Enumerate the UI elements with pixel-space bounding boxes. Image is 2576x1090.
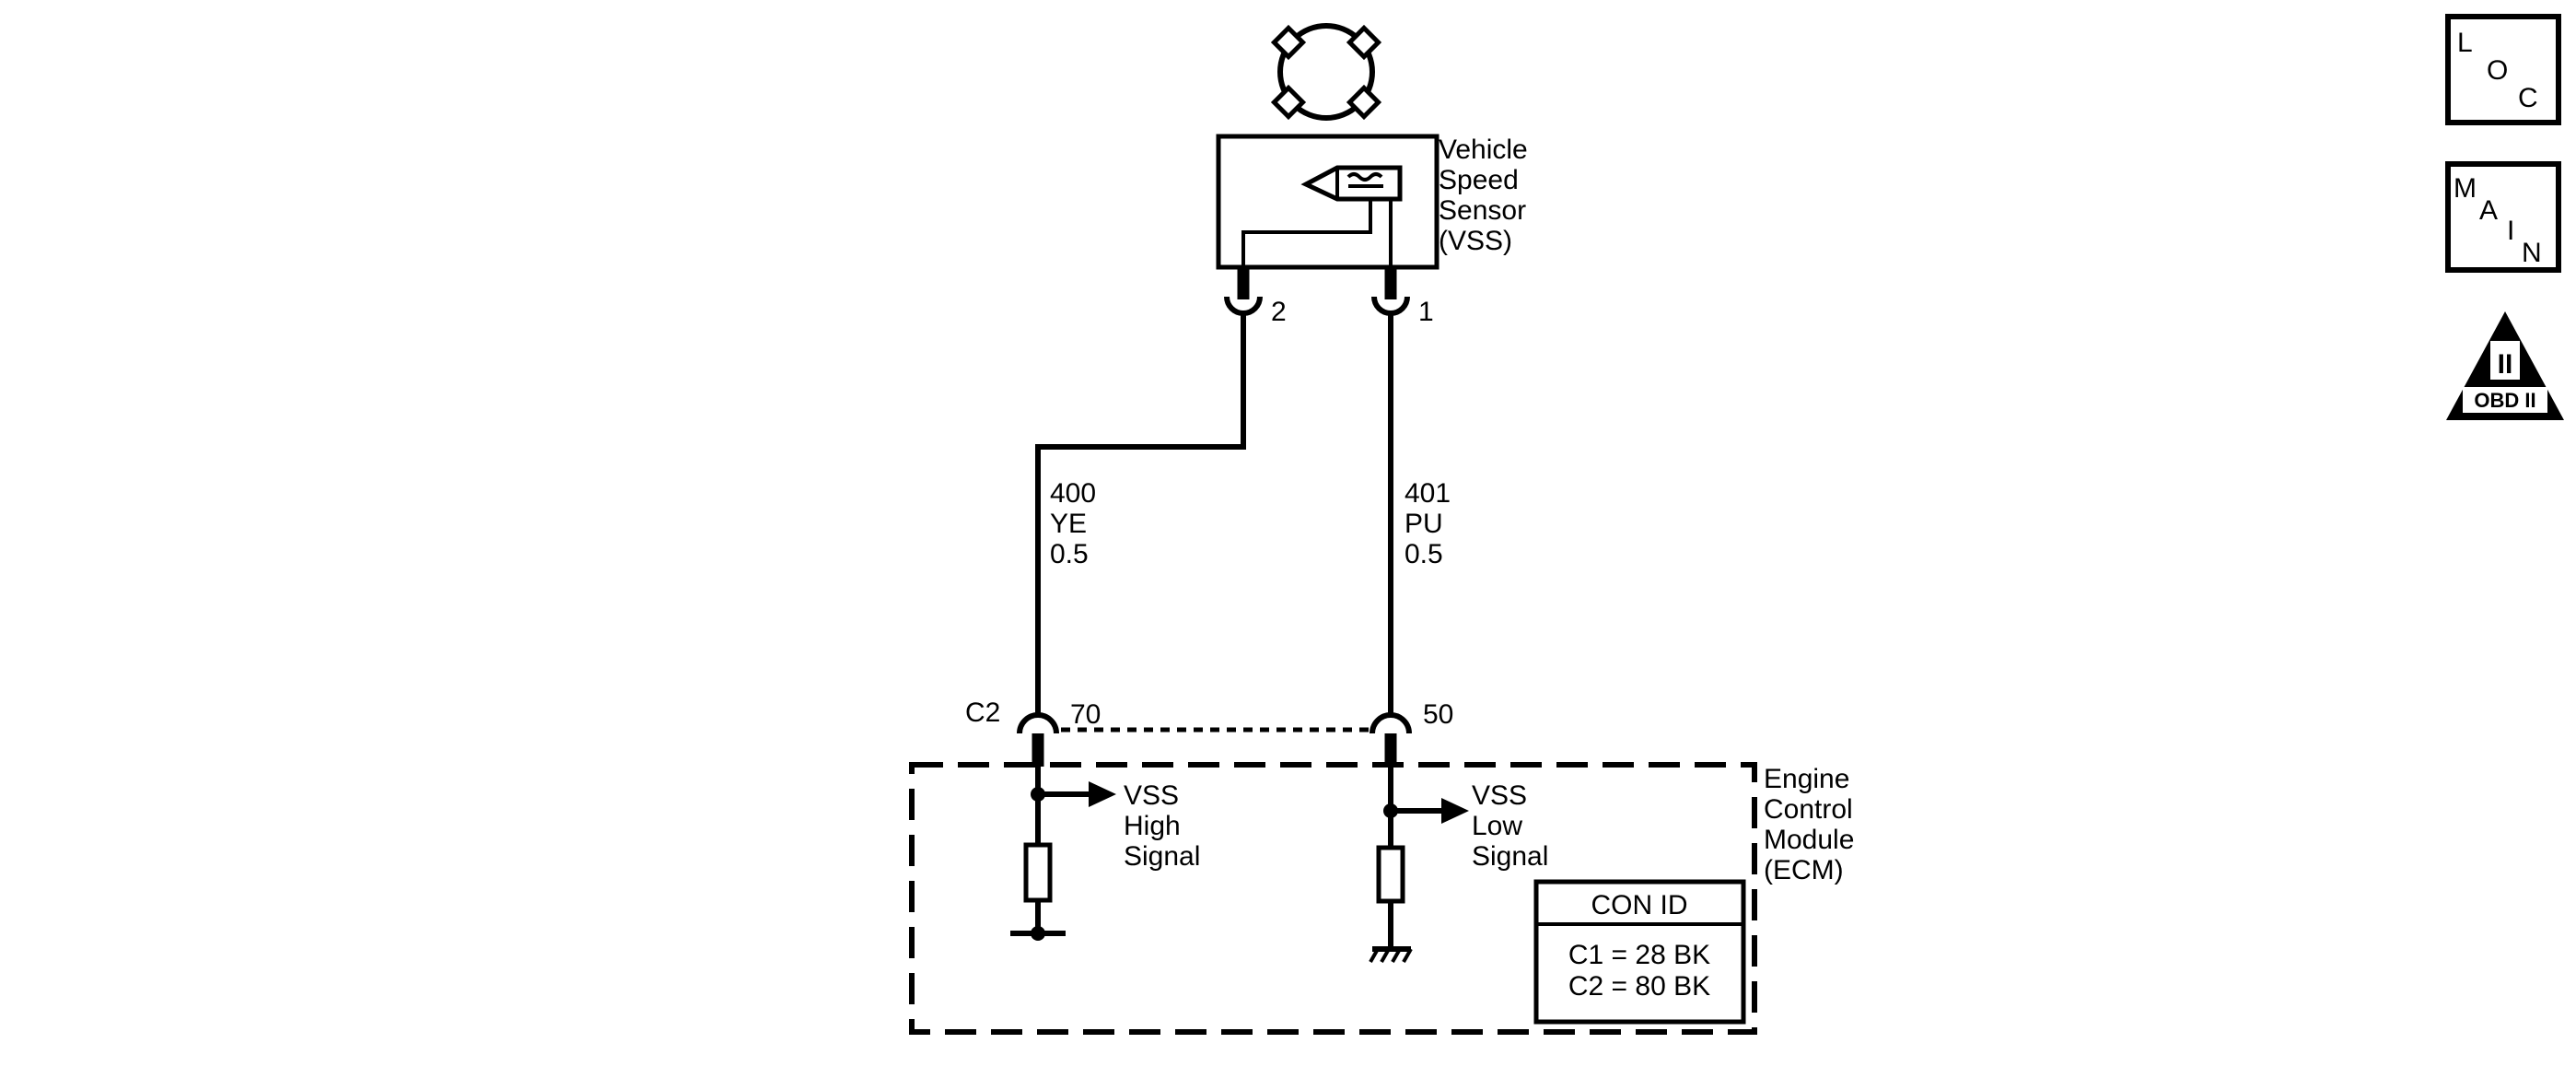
high-signal-line-3: Signal xyxy=(1124,841,1200,872)
sensor-name-line-4: (VSS) xyxy=(1439,226,1512,256)
sensor-name-line-1: Vehicle xyxy=(1439,135,1528,165)
obd-roman: II xyxy=(2498,349,2513,380)
wire-401-size: 0.5 xyxy=(1405,539,1443,569)
vss-sensor-box xyxy=(1216,134,1440,270)
wire-401-color: PU xyxy=(1405,509,1443,539)
loc-letter-c: C xyxy=(2518,83,2538,113)
main-icon[interactable]: M A I N xyxy=(2445,161,2561,273)
ecm-connector-name: C2 xyxy=(965,697,1000,728)
ecm-name-line-1: Engine xyxy=(1764,764,1849,794)
sensor-pin-right-number: 1 xyxy=(1418,297,1434,327)
loc-letter-o: O xyxy=(2487,55,2508,86)
con-id-table xyxy=(1533,879,1746,1025)
main-letter-n: N xyxy=(2522,238,2542,268)
vss-sensor-symbol xyxy=(1270,23,1382,121)
con-id-line-2: C2 = 80 BK xyxy=(1568,971,1710,1002)
obd-label: OBD II xyxy=(2474,389,2535,412)
main-letter-i: I xyxy=(2507,216,2514,246)
loc-icon[interactable]: L O C xyxy=(2445,14,2561,125)
sensor-pin-right xyxy=(1371,267,1410,316)
low-signal-line-1: VSS xyxy=(1472,780,1527,811)
obd-ii-icon[interactable]: II OBD II xyxy=(2446,311,2564,420)
ecm-pin-70 xyxy=(1017,712,1059,767)
sensor-pin-left-number: 2 xyxy=(1271,297,1287,327)
high-signal-line-2: High xyxy=(1124,811,1181,841)
high-signal-line-1: VSS xyxy=(1124,780,1179,811)
sensor-element-icon xyxy=(1241,165,1403,267)
wire-401-circuit: 401 xyxy=(1405,478,1451,509)
loc-letter-l: L xyxy=(2457,28,2473,58)
wire-400-size: 0.5 xyxy=(1050,539,1089,569)
con-id-line-1: C1 = 28 BK xyxy=(1568,940,1710,970)
low-signal-circuit xyxy=(1376,767,1469,949)
ecm-name-line-4: (ECM) xyxy=(1764,855,1844,885)
ecm-pin-right-number: 50 xyxy=(1423,699,1453,730)
con-id-title: CON ID xyxy=(1591,890,1688,920)
ground-symbol xyxy=(1369,946,1413,963)
sensor-name-line-2: Speed xyxy=(1439,165,1519,195)
low-signal-line-2: Low xyxy=(1472,811,1522,841)
ecm-pin-50 xyxy=(1370,712,1412,767)
ecm-pin-left-number: 70 xyxy=(1070,699,1101,730)
high-signal-circuit xyxy=(1010,767,1116,941)
ecm-name-line-2: Control xyxy=(1764,794,1853,825)
sensor-name-line-3: Sensor xyxy=(1439,195,1526,226)
wire-400 xyxy=(1035,314,1246,714)
ecm-name-line-3: Module xyxy=(1764,825,1854,855)
low-signal-line-3: Signal xyxy=(1472,841,1548,872)
main-letter-m: M xyxy=(2454,173,2477,204)
ecm-boundary xyxy=(909,762,1757,1035)
wire-400-color: YE xyxy=(1050,509,1087,539)
main-letter-a: A xyxy=(2479,195,2498,226)
wire-400-circuit: 400 xyxy=(1050,478,1096,509)
sensor-pin-left xyxy=(1224,267,1263,316)
